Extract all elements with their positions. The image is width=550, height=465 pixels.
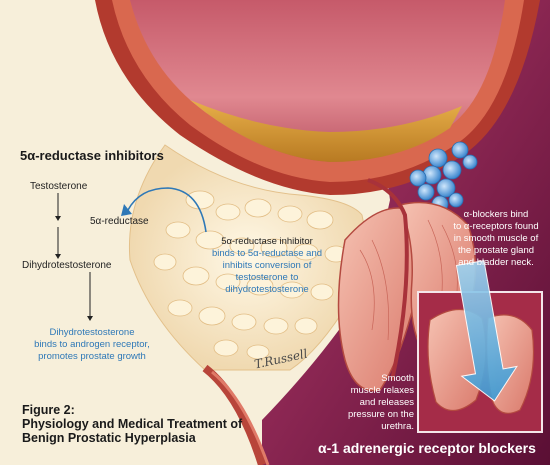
vessel-highlight <box>211 370 270 465</box>
alpha-blocker-note: α-blockers bind to α-receptors found in … <box>453 209 539 268</box>
urethra <box>367 178 409 381</box>
enzyme-label: 5α-reductase <box>90 216 149 227</box>
testosterone-label: Testosterone <box>30 181 88 192</box>
urine-pool <box>190 100 462 162</box>
arrowhead-1 <box>55 216 61 221</box>
dht-label: Dihydrotestosterone <box>22 260 112 271</box>
mechanism-title: 5α-reductase inhibitors <box>20 148 164 163</box>
figure-caption: Figure 2: Physiology and Medical Treatme… <box>22 403 243 445</box>
inhibitor-arrowhead <box>121 204 132 216</box>
inhibitor-note: 5α-reductase inhibitor binds to 5α-reduc… <box>211 236 323 295</box>
outcome-note: Dihydrotestosterone binds to androgen re… <box>34 327 150 362</box>
relax-arrow <box>455 260 518 402</box>
vessel-strip <box>202 364 266 465</box>
arrowhead-3 <box>87 316 93 321</box>
alpha-receptor-cluster <box>409 141 478 213</box>
inhibitor-curve-arrow <box>127 187 207 233</box>
arrowhead-2 <box>55 254 61 259</box>
footer-title: α-1 adrenergic receptor blockers <box>318 440 536 456</box>
fat-cells <box>153 190 348 360</box>
relax-note: Smooth muscle relaxes and releases press… <box>347 373 414 432</box>
